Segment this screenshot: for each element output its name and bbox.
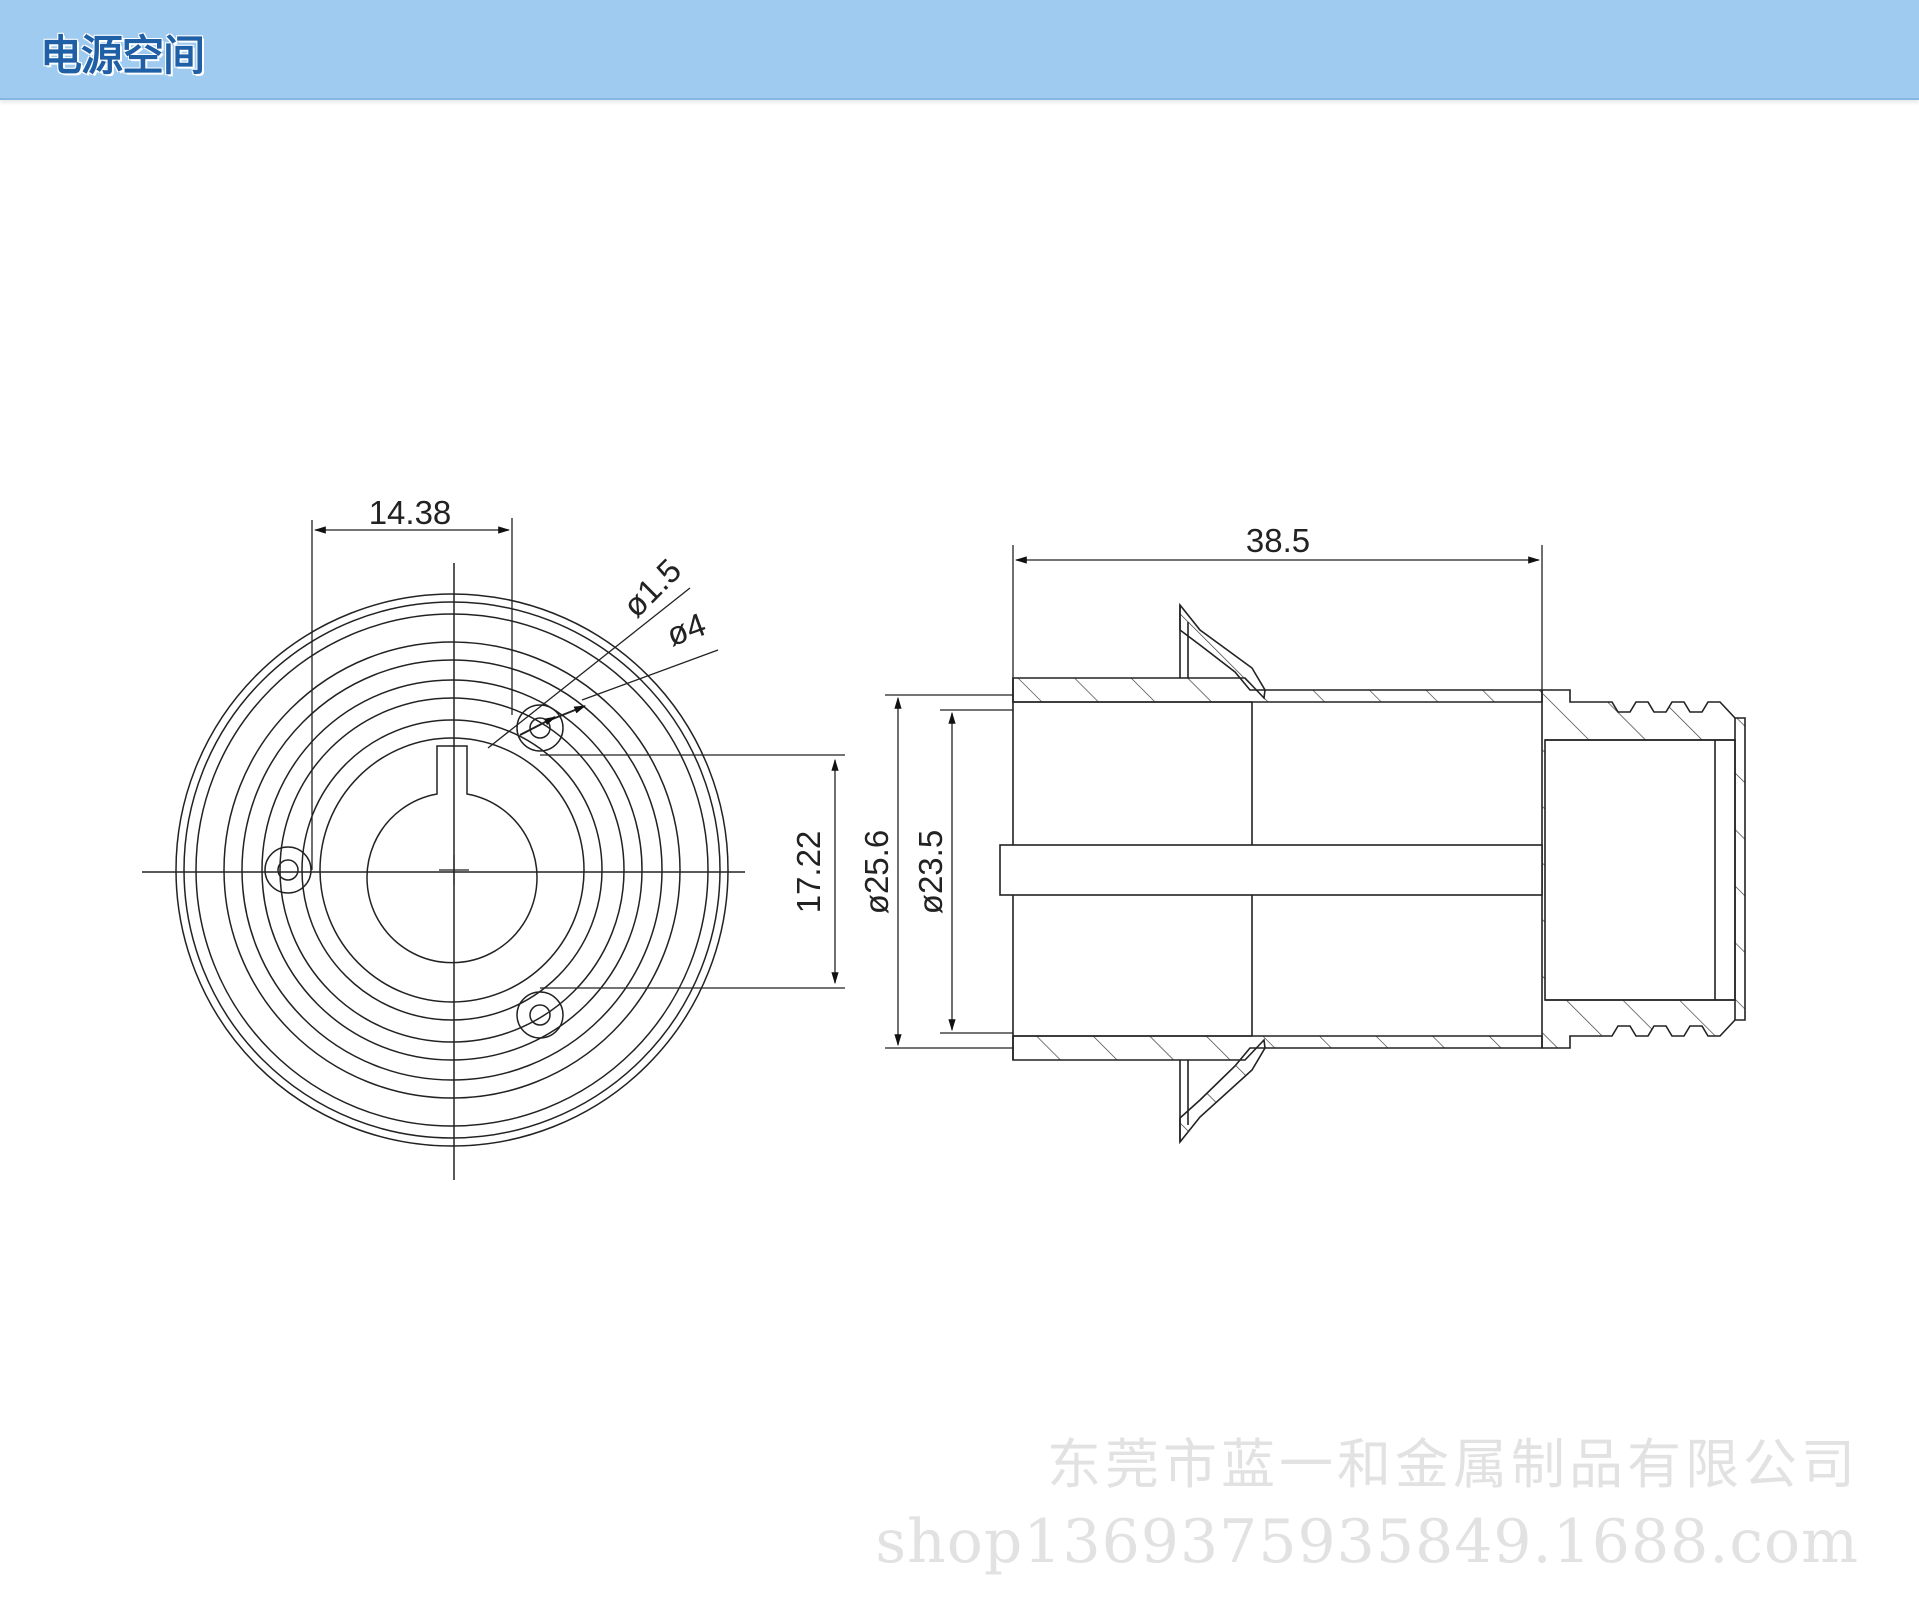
central-bore (366, 745, 538, 964)
mounting-hole-bottom (516, 991, 564, 1039)
dim-label-38-5: 38.5 (1246, 522, 1310, 559)
header-bar: 电源空间 (0, 0, 1919, 100)
dim-label-dia-23-5: ø23.5 (912, 830, 949, 914)
dim-label-dia-25-6: ø25.6 (858, 830, 895, 914)
upper-wall-section (1012, 677, 1543, 703)
ring-2 (183, 601, 721, 1139)
ring-9 (319, 737, 585, 1003)
ring-7 (279, 697, 625, 1043)
side-view (885, 545, 1746, 1145)
nozzle-bore (1544, 739, 1736, 1001)
lower-wall-section (1012, 1035, 1543, 1061)
inner-slot (999, 844, 1543, 896)
ring-4 (223, 641, 681, 1099)
mounting-hole-top (516, 704, 564, 752)
ring-3 (195, 613, 709, 1127)
watermark-company: 东莞市蓝一和金属制品有限公司 (1047, 1433, 1859, 1496)
ring-8 (301, 719, 603, 1021)
ring-5 (241, 659, 663, 1081)
dim-label-dia-4: ø4 (662, 605, 711, 653)
ring-6 (261, 679, 643, 1061)
mounting-hole-left (264, 846, 312, 894)
watermark-shop-url: shop1369375935849.1688.com (875, 1507, 1859, 1577)
dim-label-17-22: 17.22 (790, 831, 827, 914)
upper-flange (1179, 602, 1267, 691)
dim-label-14-38: 14.38 (369, 494, 452, 531)
front-view (142, 518, 845, 1180)
header-title: 电源空间 (40, 31, 205, 80)
leader-dia-4 (581, 649, 719, 701)
leader-dia-1-5 (487, 587, 691, 749)
outer-ring (175, 593, 729, 1147)
lower-flange (1179, 1047, 1267, 1145)
